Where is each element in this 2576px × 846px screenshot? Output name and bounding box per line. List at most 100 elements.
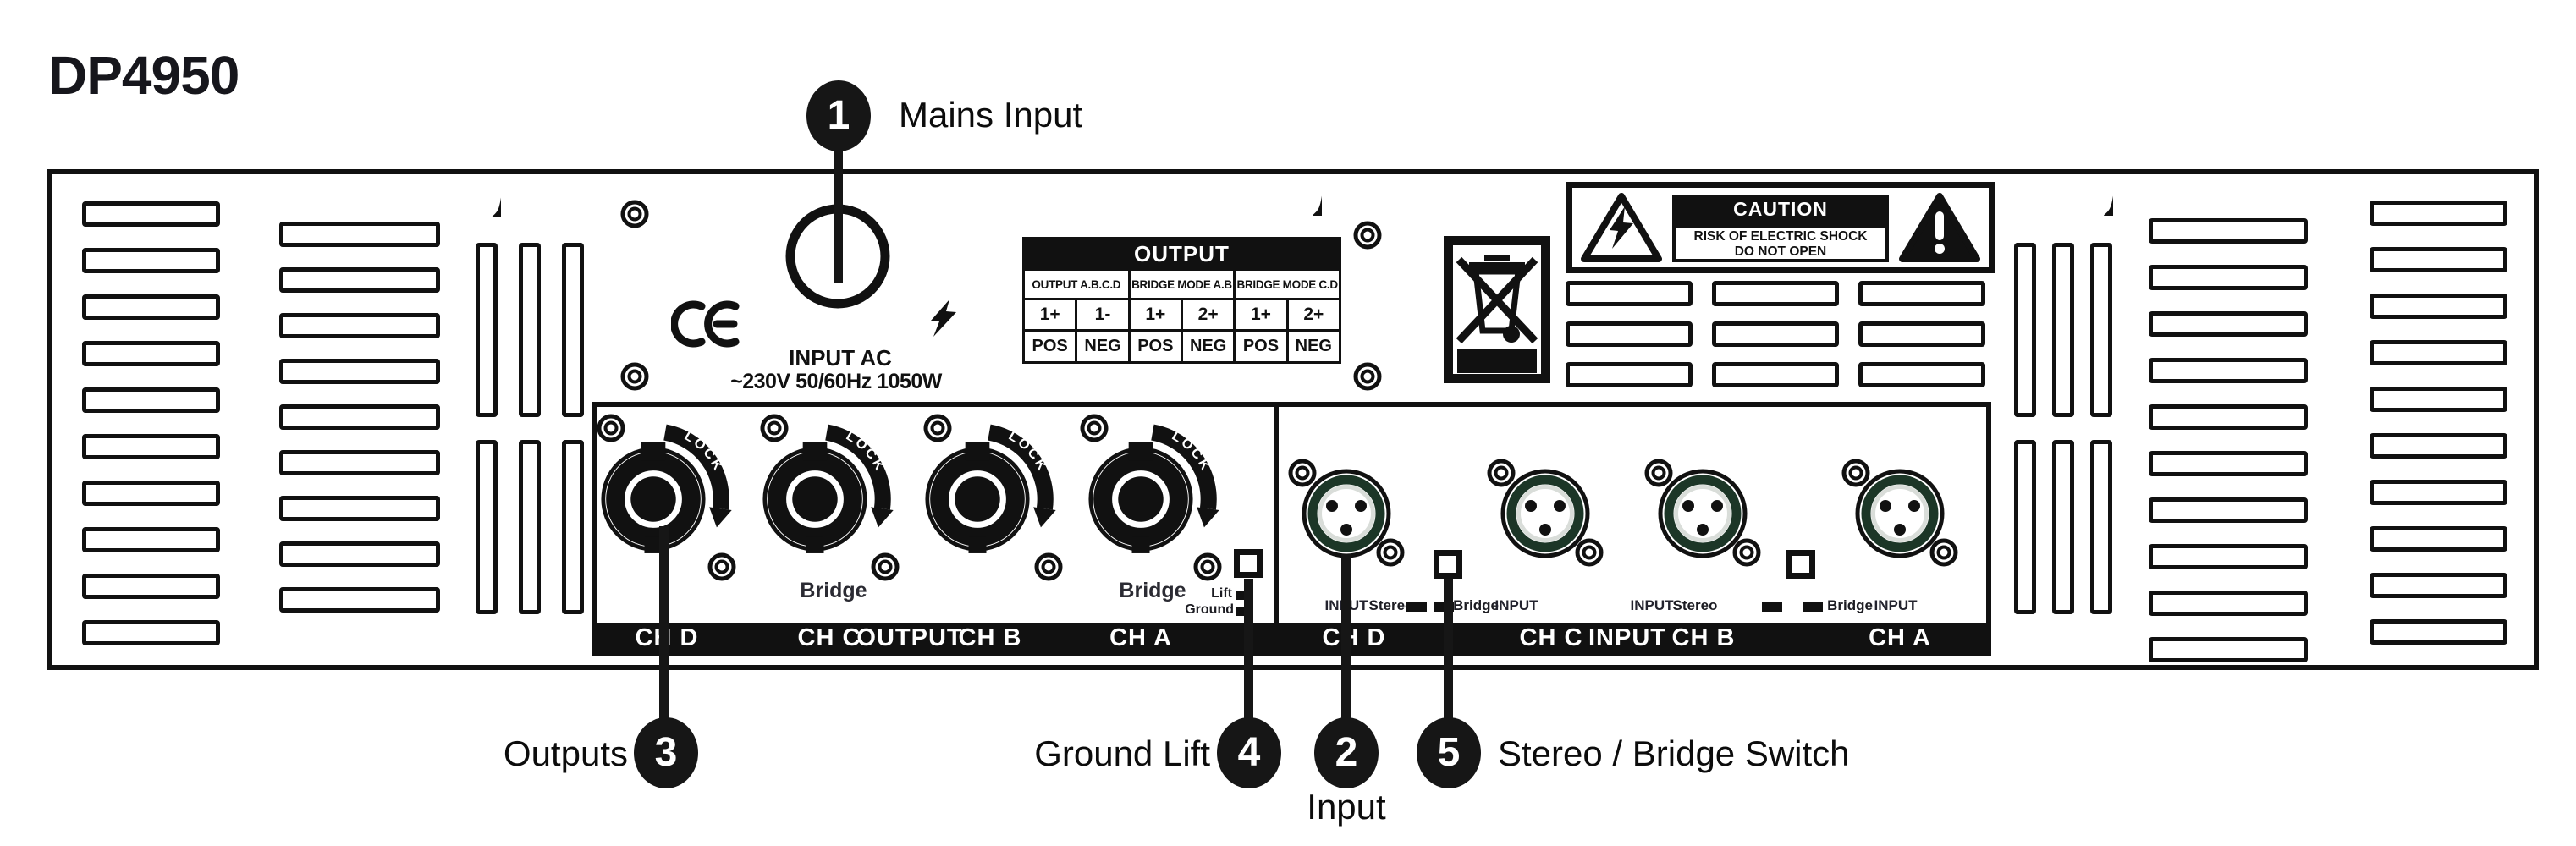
weee-bin-icon — [1444, 236, 1550, 383]
strip-label-xlr-ch-a: CH A — [1869, 624, 1931, 651]
output-table-title: OUTPUT — [1022, 237, 1341, 271]
stereo-label: Stereo — [1672, 597, 1718, 613]
vent-slot — [2052, 243, 2074, 417]
callout-badge-3: 3 — [634, 717, 698, 788]
lift-label: Lift — [1211, 586, 1232, 601]
screw-icon — [1351, 218, 1384, 252]
vent-slot — [519, 440, 541, 614]
screw-icon — [594, 411, 628, 445]
callout-number: 2 — [1335, 730, 1358, 775]
vent-slot — [2149, 358, 2308, 383]
leader-line-5 — [1444, 579, 1453, 719]
vent-slot — [519, 243, 541, 417]
caution-warning-text: RISK OF ELECTRIC SHOCK DO NOT OPEN — [1672, 224, 1889, 262]
exclamation-triangle-icon — [1899, 193, 1980, 262]
screw-icon — [1730, 536, 1764, 569]
vent-slot — [1858, 281, 1985, 306]
vent-slot — [279, 541, 440, 567]
vent-slot — [82, 527, 220, 552]
vent-slot — [2370, 294, 2507, 319]
vent-slot — [279, 496, 440, 521]
screw-icon — [1572, 536, 1606, 569]
leader-line-3 — [659, 526, 669, 719]
pin-cell: 2+ — [1285, 298, 1342, 332]
caution-line1: RISK OF ELECTRIC SHOCK — [1693, 229, 1868, 244]
vent-slot — [562, 243, 584, 417]
vent-slot — [2149, 451, 2308, 476]
vent-slot — [2370, 387, 2507, 412]
mains-label: INPUT AC — [789, 345, 892, 371]
vent-slot — [82, 434, 220, 459]
leader-line-2 — [1341, 554, 1351, 719]
callout-label-mains-input: Mains Input — [899, 95, 1083, 135]
caution-line2: DO NOT OPEN — [1734, 244, 1827, 259]
polarity-cell: NEG — [1075, 329, 1131, 364]
callout-badge-2: 2 — [1314, 717, 1379, 788]
vent-slot — [279, 313, 440, 338]
input-label: INPUT — [1494, 597, 1538, 613]
vent-slot — [82, 387, 220, 413]
polarity-cell: NEG — [1180, 329, 1236, 364]
vent-slot — [279, 404, 440, 430]
leader-line-1 — [834, 146, 843, 283]
strip-label-xlr-input: INPUT — [1588, 624, 1666, 651]
page-title: DP4950 — [48, 45, 239, 106]
shock-triangle-icon — [1581, 193, 1662, 262]
strip-label-ch-a: CH A — [1109, 624, 1172, 651]
screw-icon — [1351, 360, 1384, 393]
callout-label-input: Input — [1307, 787, 1386, 827]
strip-label-ch-c: CH C — [797, 624, 861, 651]
channel-label-strip — [597, 623, 1986, 651]
vent-slot — [279, 267, 440, 293]
vent-slot — [2014, 243, 2036, 417]
screw-icon — [921, 411, 955, 445]
vent-slot — [1712, 362, 1839, 387]
vent-slot — [2370, 619, 2507, 645]
pin-cell: 1- — [1075, 298, 1131, 332]
callout-label-stereo-bridge: Stereo / Bridge Switch — [1498, 733, 1850, 773]
leader-line-4 — [1244, 579, 1253, 719]
vent-slot — [279, 222, 440, 247]
screw-icon — [1839, 456, 1873, 490]
bridge-label-left: Bridge — [800, 579, 867, 602]
pin-cell: 2+ — [1180, 298, 1236, 332]
vent-slot — [1858, 362, 1985, 387]
bridge-label-right: Bridge — [1119, 579, 1186, 602]
screw-icon — [705, 550, 739, 584]
screw-icon — [1927, 536, 1961, 569]
lightning-icon — [931, 299, 956, 337]
vent-slot — [1566, 362, 1693, 387]
callout-badge-4: 4 — [1217, 717, 1281, 788]
caution-title: CAUTION — [1672, 195, 1889, 224]
screw-icon — [618, 360, 652, 393]
vent-slot — [82, 294, 220, 320]
screw-cross-icon — [2084, 172, 2113, 216]
vent-slot — [2370, 201, 2507, 226]
callout-number: 4 — [1237, 730, 1261, 775]
screw-cross-icon — [1293, 172, 1322, 216]
ce-mark-icon — [671, 300, 740, 348]
mode-cell: OUTPUT A.B.C.D — [1022, 268, 1131, 300]
vent-slot — [2149, 265, 2308, 290]
ground-label: Ground — [1185, 602, 1234, 617]
vent-slot — [2090, 440, 2112, 614]
caution-label: CAUTION RISK OF ELECTRIC SHOCK DO NOT OP… — [1566, 182, 1995, 273]
callout-label-outputs: Outputs — [503, 733, 628, 773]
vent-slot — [2149, 544, 2308, 569]
vent-slot — [279, 359, 440, 384]
vent-slot — [2370, 340, 2507, 365]
vent-slot — [2149, 637, 2308, 662]
mode-cell: BRIDGE MODE C.D — [1233, 268, 1341, 300]
screw-icon — [1285, 456, 1319, 490]
callout-label-ground-lift: Ground Lift — [1034, 733, 1210, 773]
ground-lift-switch — [1234, 549, 1263, 578]
screw-icon — [757, 411, 791, 445]
bridge-label: Bridge — [1827, 597, 1873, 613]
vent-slot — [82, 620, 220, 645]
strip-label-xlr-ch-c: CH C — [1519, 624, 1583, 651]
section-divider — [1274, 402, 1279, 656]
callout-badge-5: 5 — [1417, 717, 1481, 788]
screw-icon — [618, 197, 652, 231]
vent-slot — [2052, 440, 2074, 614]
